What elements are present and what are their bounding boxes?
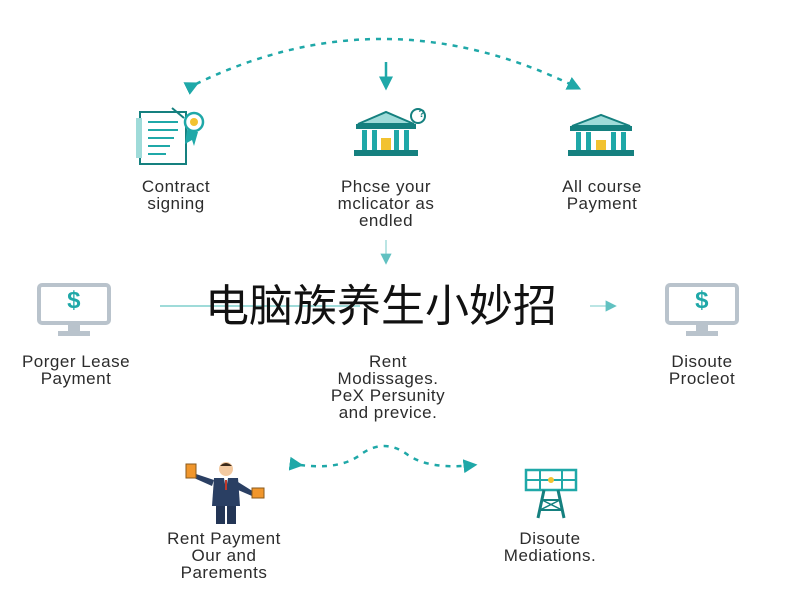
label-line: signing — [147, 194, 205, 213]
label-line: All course — [562, 177, 642, 196]
label-line: mclicator as — [337, 194, 435, 213]
label-rent-messages: Rent Modissages. PeX Persunity and previ… — [300, 353, 476, 421]
label-line: Parements — [180, 563, 268, 582]
label-line: Phcse your — [340, 177, 432, 196]
top-arc-connector — [183, 37, 582, 95]
signal-tower-icon — [524, 468, 578, 519]
label-line: Payment — [566, 194, 638, 213]
label-line: Contract — [141, 177, 211, 196]
label-line: Payment — [40, 369, 112, 388]
contract-certificate-icon — [136, 107, 205, 165]
bottom-wave-connector — [288, 444, 478, 474]
label-line: Porger Lease — [21, 352, 131, 371]
label-larger-lease-payment: Porger Lease Payment — [0, 353, 152, 387]
label-line: Disoute — [519, 529, 581, 548]
label-line: Rent Payment — [167, 529, 281, 548]
dollar-sign: $ — [695, 287, 709, 314]
label-dispute-product: Disoute Procleot — [636, 353, 768, 387]
label-line: Disoute — [671, 352, 733, 371]
label-line: Modissages. — [337, 369, 439, 388]
label-line: and previce. — [338, 403, 438, 422]
label-line: Mediations. — [503, 546, 597, 565]
watermark-text: 电脑族养生小妙招 — [205, 281, 557, 332]
question-badge: ? — [418, 108, 426, 120]
label-rent-payment-parents: Rent Payment Our and Parements — [142, 530, 306, 581]
label-line: endled — [358, 211, 414, 230]
monitor-dollar-icon — [665, 283, 739, 336]
monitor-dollar-icon — [37, 283, 111, 336]
businessman-icon — [185, 462, 265, 524]
label-line: Our and — [191, 546, 257, 565]
label-line: Procleot — [668, 369, 736, 388]
label-contract-signing: Contract signing — [96, 178, 256, 212]
bank-building-icon — [568, 113, 634, 156]
label-line: Rent — [369, 352, 407, 371]
label-line: PeX Persunity — [330, 386, 446, 405]
label-dispute-mediations: Disoute Mediations. — [476, 530, 624, 564]
dollar-sign: $ — [67, 287, 81, 314]
label-all-course-payment: All course Payment — [522, 178, 682, 212]
label-phase-indicator: Phcse your mclicator as endled — [305, 178, 467, 229]
bank-building-icon — [354, 108, 426, 156]
